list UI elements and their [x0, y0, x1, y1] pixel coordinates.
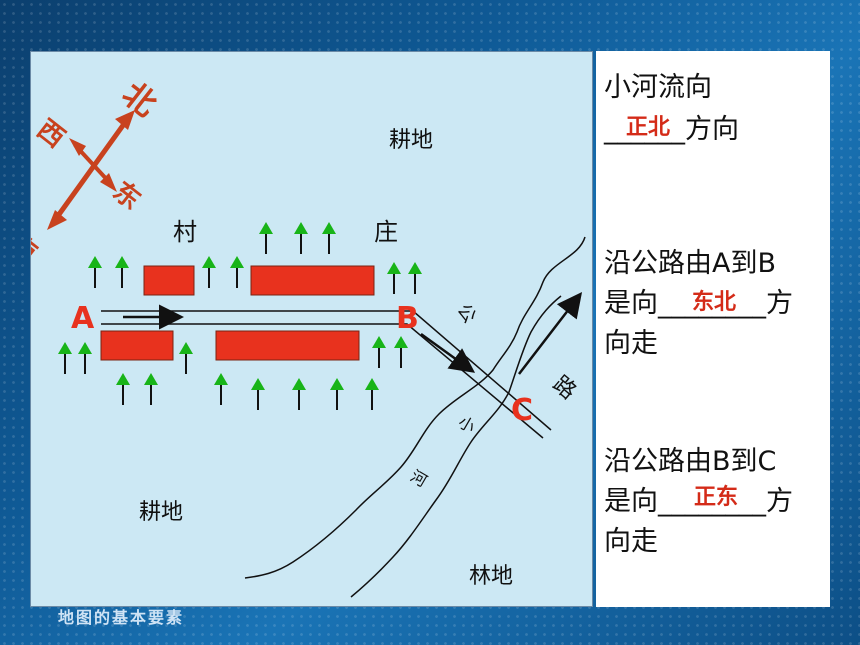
map-panel: 北 南 西 东 耕地 耕地 林地 村 庄 小 河 公 路 [3, 51, 593, 607]
q3-line3: 向走 [604, 526, 658, 557]
road-label-2: 路 [548, 372, 581, 405]
q1-line1: 小河流向 [604, 72, 712, 103]
compass-north-south-axis [52, 115, 132, 222]
q3-answer: 正东 [694, 485, 739, 510]
tree-icon [115, 372, 131, 406]
q2-suffix: 方 [766, 288, 793, 319]
road-label-1: 公 [453, 300, 481, 327]
q2-line3: 向走 [604, 328, 658, 359]
east-arrow-icon [100, 173, 117, 192]
q1-suffix: 方向 [685, 114, 739, 145]
tree-icon [201, 255, 217, 289]
q3-suffix: 方 [766, 486, 793, 517]
bc-direction-arrow [420, 332, 476, 373]
road: 公 路 [101, 292, 583, 439]
building [250, 265, 375, 296]
q2-blank[interactable]: ________ [658, 288, 766, 319]
river-label-2: 河 [407, 466, 430, 490]
river-flow-arrow [518, 292, 583, 375]
tree-icon [371, 335, 387, 369]
q3-blank[interactable]: ________ [658, 486, 766, 517]
tree-icon [114, 255, 130, 289]
point-b-label: B [396, 301, 419, 336]
tree-icon [213, 372, 229, 406]
forest-label: 林地 [469, 564, 513, 589]
tree-icon [293, 221, 309, 255]
compass-south-label: 南 [31, 229, 42, 269]
tree-icon [250, 377, 266, 411]
q3-line1: 沿公路由B到C [604, 446, 777, 477]
farmland-label-top: 耕地 [389, 128, 433, 153]
tree-icon [178, 341, 194, 375]
building [143, 265, 195, 296]
tree-icon [258, 221, 274, 255]
point-c-label: C [511, 393, 533, 428]
village-label-2: 庄 [374, 218, 398, 246]
q1-answer: 正北 [626, 115, 671, 140]
q3-prefix: 是向 [604, 486, 658, 517]
slide-footer-title: 地图的基本要素 [58, 608, 185, 627]
q1-line2: ______方向 [604, 111, 739, 149]
tree-icon [386, 261, 402, 295]
trees [57, 221, 423, 411]
question-panel: 小河流向 ______方向 正北 沿公路由A到B 是向________方 向走 … [596, 51, 830, 607]
point-a-label: A [71, 301, 95, 336]
tree-icon [407, 261, 423, 295]
tree-icon [57, 341, 73, 375]
q1-blank[interactable]: ______ [604, 114, 685, 145]
q2-line1: 沿公路由A到B [604, 248, 776, 279]
compass-east-label: 东 [107, 176, 147, 216]
tree-icon [87, 255, 103, 289]
tree-icon [77, 341, 93, 375]
farmland-label-bottom: 耕地 [139, 500, 183, 525]
river: 小 河 [244, 236, 586, 598]
building [100, 330, 174, 361]
q2-answer: 东北 [692, 290, 737, 315]
q2-line2: 是向________方 [604, 285, 793, 323]
q3-line2: 是向________方 [604, 483, 793, 521]
tree-icon [321, 221, 337, 255]
map-svg: 北 南 西 东 耕地 耕地 林地 村 庄 小 河 公 路 [3, 74, 586, 598]
south-arrow-icon [47, 210, 67, 230]
tree-icon [329, 377, 345, 411]
q2-prefix: 是向 [604, 288, 658, 319]
river-label-1: 小 [455, 412, 478, 436]
village-label-1: 村 [173, 218, 197, 246]
buildings [100, 265, 375, 361]
tree-icon [393, 335, 409, 369]
tree-icon [291, 377, 307, 411]
west-arrow-icon [69, 138, 86, 156]
compass: 北 南 西 东 [3, 74, 164, 269]
tree-icon [143, 372, 159, 406]
compass-west-label: 西 [31, 114, 70, 154]
tree-icon [364, 377, 380, 411]
building [215, 330, 360, 361]
north-arrow-icon [115, 110, 135, 130]
tree-icon [229, 255, 245, 289]
